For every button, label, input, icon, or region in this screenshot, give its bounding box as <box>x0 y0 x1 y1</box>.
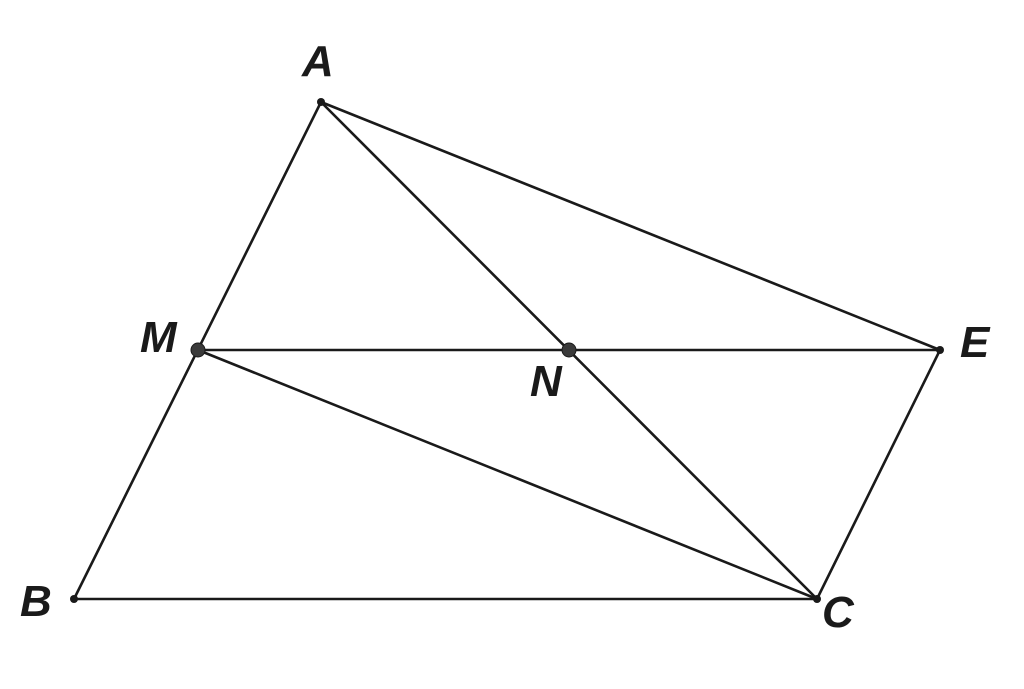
segment-mc <box>196 348 819 601</box>
segment-ec <box>815 348 942 601</box>
point-m <box>190 342 206 358</box>
label-m: M <box>140 313 178 362</box>
point-n <box>561 342 577 358</box>
segment-ae <box>319 100 942 352</box>
point-b <box>70 595 78 603</box>
label-e: E <box>960 318 991 367</box>
label-a: A <box>301 37 334 86</box>
label-c: C <box>822 588 855 637</box>
point-e <box>936 346 944 354</box>
label-b: B <box>20 577 52 626</box>
point-c <box>813 595 821 603</box>
label-n: N <box>530 357 563 406</box>
point-a <box>317 98 325 106</box>
